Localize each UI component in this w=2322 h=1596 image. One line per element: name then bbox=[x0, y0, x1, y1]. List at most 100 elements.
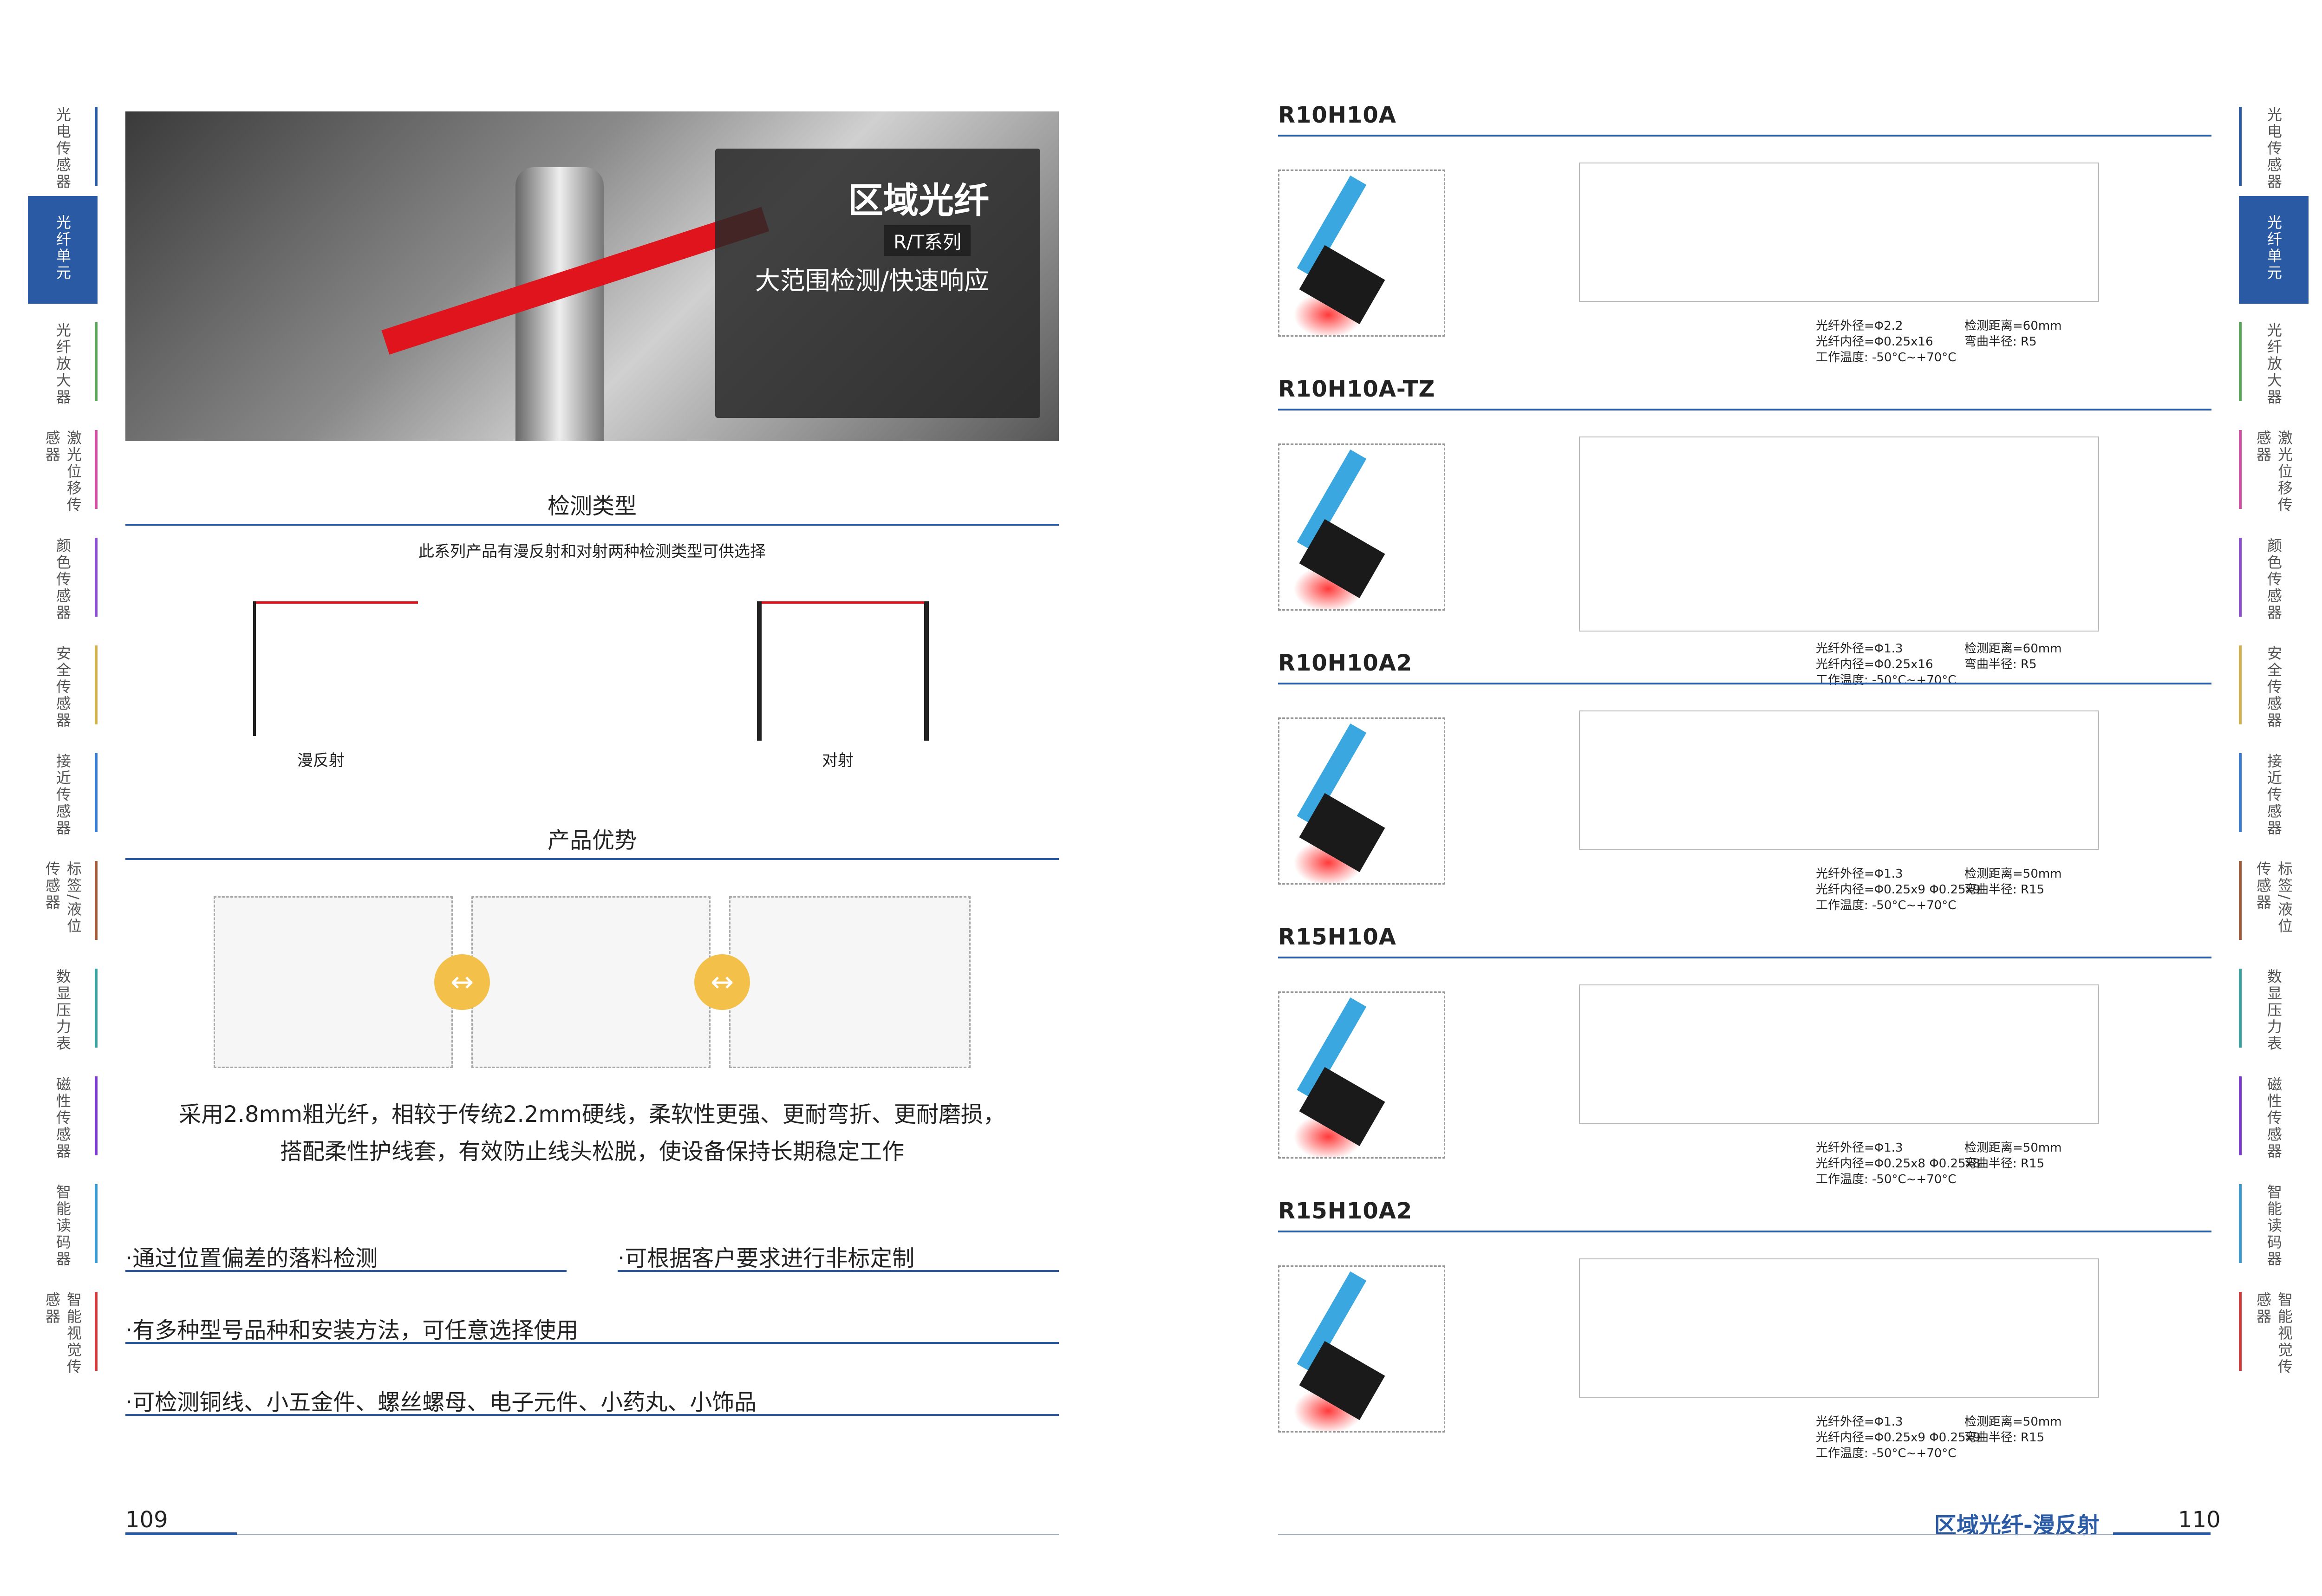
spec-right: 检测距离=50mm bbox=[1964, 1415, 2062, 1429]
sidebar-item[interactable]: 磁性传感器 bbox=[2239, 1058, 2309, 1166]
sidebar-item-label: 磁性传感器 bbox=[54, 1076, 72, 1160]
product-photo bbox=[1278, 443, 1445, 611]
spec-left: 工作温度: -50°C~+70°C bbox=[1816, 899, 1957, 912]
sidebar-item-label: 光纤单元 bbox=[54, 215, 72, 281]
sidebar-item[interactable]: 磁性传感器 bbox=[28, 1058, 98, 1166]
sidebar-item-label: 光纤放大器 bbox=[54, 322, 72, 406]
sidebar-item-label: 安全传感器 bbox=[54, 645, 72, 729]
through-right-probe bbox=[924, 601, 929, 741]
sidebar-item-label: 安全传感器 bbox=[2265, 645, 2283, 729]
footer-line-left bbox=[237, 1534, 1059, 1535]
sidebar-color-bar bbox=[95, 861, 98, 940]
sidebar-item-label: 接近传感器 bbox=[54, 753, 72, 837]
spec-left: 光纤外径=Φ1.3 bbox=[1816, 642, 1903, 656]
detection-title: 检测类型 bbox=[547, 493, 637, 519]
footer-accent-right bbox=[2113, 1532, 2211, 1535]
sidebar-item[interactable]: 智能读码器 bbox=[2239, 1166, 2309, 1273]
sidebar-color-bar bbox=[95, 753, 98, 832]
sidebar-item-label: 智能读码器 bbox=[2265, 1184, 2283, 1268]
spec-right: 检测距离=60mm bbox=[1964, 319, 2062, 333]
model-divider bbox=[1278, 683, 2211, 684]
sidebar-color-bar bbox=[2239, 861, 2242, 940]
product-photo bbox=[1278, 717, 1445, 885]
sidebar-item-label: 光电传感器 bbox=[54, 107, 72, 190]
sidebar-item[interactable]: 光纤单元 bbox=[28, 196, 98, 304]
sidebar-item-label: 光电传感器 bbox=[2265, 107, 2283, 190]
model-name: R15H10A bbox=[1278, 924, 1396, 950]
page-number-left: 109 bbox=[125, 1507, 168, 1533]
spec-left: 工作温度: -50°C~+70°C bbox=[1816, 351, 1957, 365]
sidebar-item[interactable]: 光电传感器 bbox=[28, 88, 98, 196]
spec-right: 检测距离=50mm bbox=[1964, 867, 2062, 881]
diffuse-beam bbox=[255, 601, 418, 604]
sidebar-item-label: 智能视觉传感器 bbox=[43, 1292, 82, 1375]
sidebar-color-bar bbox=[2239, 107, 2242, 186]
spec-left: 工作温度: -50°C~+70°C bbox=[1816, 673, 1957, 687]
sidebar-item[interactable]: 安全传感器 bbox=[2239, 627, 2309, 735]
footer-accent-left bbox=[125, 1532, 237, 1535]
hero-series: R/T系列 bbox=[884, 225, 971, 256]
sidebar-item[interactable]: 接近传感器 bbox=[28, 735, 98, 842]
sidebar-item[interactable]: 智能视觉传感器 bbox=[2239, 1273, 2309, 1381]
sidebar-item[interactable]: 智能读码器 bbox=[28, 1166, 98, 1273]
sidebar-item[interactable]: 光纤放大器 bbox=[2239, 304, 2309, 411]
feature-item: ·可根据客户要求进行非标定制 bbox=[618, 1245, 915, 1271]
sidebar-item[interactable]: 颜色传感器 bbox=[2239, 519, 2309, 627]
advantage-divider bbox=[125, 858, 1059, 860]
sidebar-color-bar bbox=[95, 1184, 98, 1263]
sidebar-color-bar bbox=[2239, 1076, 2242, 1155]
feature-divider bbox=[125, 1270, 567, 1272]
spec-left: 光纤内径=Φ0.25x16 bbox=[1816, 335, 1933, 349]
sidebar-item-label: 激光位移传感器 bbox=[43, 430, 82, 514]
advantage-photo-2 bbox=[471, 896, 711, 1068]
sidebar-item[interactable]: 智能视觉传感器 bbox=[28, 1273, 98, 1381]
sidebar-color-bar bbox=[2239, 322, 2242, 401]
sidebar-item[interactable]: 数显压力表 bbox=[28, 950, 98, 1058]
sidebar-color-bar bbox=[2239, 1184, 2242, 1263]
sidebar-item-label: 标签/液位传感器 bbox=[43, 861, 82, 935]
dimension-drawing bbox=[1579, 436, 2099, 632]
sidebar-item[interactable]: 光纤单元 bbox=[2239, 196, 2309, 304]
sidebar-item-label: 接近传感器 bbox=[2265, 753, 2283, 837]
sidebar-item[interactable]: 数显压力表 bbox=[2239, 950, 2309, 1058]
sidebar-color-bar bbox=[95, 107, 98, 186]
sidebar-color-bar bbox=[2239, 645, 2242, 724]
sidebar-item-label: 数显压力表 bbox=[2265, 969, 2283, 1052]
model-divider bbox=[1278, 135, 2211, 137]
sidebar-item-label: 颜色传感器 bbox=[54, 538, 72, 621]
detection-desc: 此系列产品有漫反射和对射两种检测类型可供选择 bbox=[418, 542, 766, 561]
sidebar-item[interactable]: 激光位移传感器 bbox=[2239, 411, 2309, 519]
product-photo bbox=[1278, 169, 1445, 337]
sidebar-item[interactable]: 标签/液位传感器 bbox=[2239, 842, 2309, 950]
sidebar-item[interactable]: 光纤放大器 bbox=[28, 304, 98, 411]
spec-right: 弯曲半径: R5 bbox=[1964, 335, 2037, 349]
sidebar-item[interactable]: 颜色传感器 bbox=[28, 519, 98, 627]
product-photo bbox=[1278, 1265, 1445, 1433]
spec-left: 光纤外径=Φ2.2 bbox=[1816, 319, 1903, 333]
sidebar-color-bar bbox=[2239, 538, 2242, 617]
feature-item: ·可检测铜线、小五金件、螺丝螺母、电子元件、小药丸、小饰品 bbox=[125, 1389, 757, 1415]
sidebar-item[interactable]: 安全传感器 bbox=[28, 627, 98, 735]
footer-line-right bbox=[1278, 1534, 2114, 1535]
sidebar-item[interactable]: 光电传感器 bbox=[2239, 88, 2309, 196]
diffuse-label: 漫反射 bbox=[297, 751, 345, 770]
sidebar-left: 光电传感器光纤单元光纤放大器激光位移传感器颜色传感器安全传感器接近传感器标签/液… bbox=[28, 88, 98, 1381]
sidebar-color-bar bbox=[95, 1076, 98, 1155]
feature-divider bbox=[125, 1342, 1059, 1344]
hero-caption-box bbox=[715, 149, 1040, 418]
sidebar-color-bar bbox=[2239, 1292, 2242, 1371]
sidebar-color-bar bbox=[2239, 430, 2242, 509]
dimension-drawing bbox=[1579, 984, 2099, 1124]
sidebar-item[interactable]: 激光位移传感器 bbox=[28, 411, 98, 519]
sidebar-item[interactable]: 标签/液位传感器 bbox=[28, 842, 98, 950]
sidebar-item-label: 颜色传感器 bbox=[2265, 538, 2283, 621]
sidebar-color-bar bbox=[95, 1292, 98, 1371]
hero-banner: 区域光纤 R/T系列 大范围检测/快速响应 bbox=[125, 111, 1059, 441]
model-name: R15H10A2 bbox=[1278, 1198, 1413, 1224]
model-divider bbox=[1278, 409, 2211, 410]
sidebar-item[interactable]: 接近传感器 bbox=[2239, 735, 2309, 842]
sidebar-item-label: 数显压力表 bbox=[54, 969, 72, 1052]
sidebar-color-bar bbox=[95, 430, 98, 509]
swap-arrow-icon: ↔ bbox=[694, 954, 750, 1010]
sidebar-color-bar bbox=[95, 538, 98, 617]
